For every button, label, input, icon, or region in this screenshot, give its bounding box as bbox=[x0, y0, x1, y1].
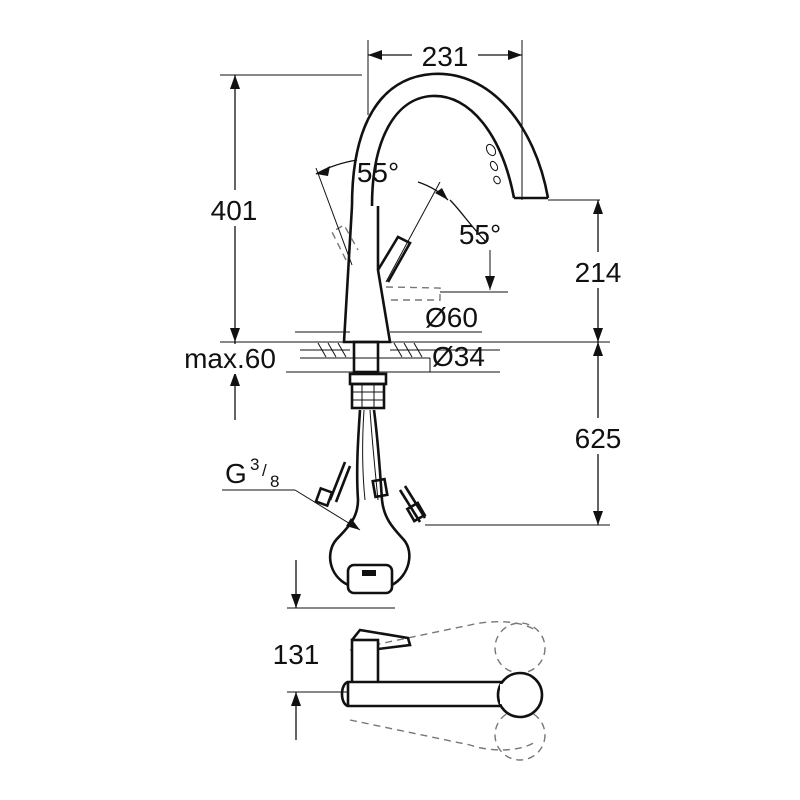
hole-diameter-label: Ø34 bbox=[432, 341, 485, 372]
svg-text:/: / bbox=[262, 461, 267, 480]
height-dimension: 401 bbox=[200, 74, 362, 342]
plan-view: 131 bbox=[273, 560, 546, 761]
hose-length-label: 625 bbox=[575, 423, 622, 454]
thread-callout: G 3 / 8 bbox=[222, 455, 361, 531]
max-thickness-dimension: max.60 bbox=[168, 342, 310, 420]
reach-label: 231 bbox=[422, 41, 469, 72]
hole-diameter: Ø34 bbox=[432, 341, 485, 372]
angle-left-label: 55° bbox=[357, 157, 399, 188]
supply-hoses bbox=[328, 409, 411, 595]
angle-right-label: 55° bbox=[459, 219, 501, 250]
thread-denominator: 8 bbox=[270, 472, 279, 491]
supply-tails bbox=[314, 461, 427, 523]
reach-dimension: 231 bbox=[367, 38, 523, 200]
max-thickness-label: max.60 bbox=[184, 343, 276, 374]
spout-height-label: 214 bbox=[575, 257, 622, 288]
hose-length-dimension: 625 bbox=[425, 342, 632, 526]
base-diameter: Ø60 bbox=[390, 302, 482, 333]
thread-numerator: 3 bbox=[250, 455, 259, 474]
base-diameter-label: Ø60 bbox=[425, 302, 478, 333]
angle-marks: 55° 55° bbox=[315, 157, 508, 293]
mounting-nut bbox=[348, 372, 388, 410]
faucet-spout bbox=[342, 72, 600, 374]
thread-g-label: G bbox=[225, 458, 247, 489]
plan-depth-label: 131 bbox=[273, 639, 320, 670]
spout-height-dimension: 214 bbox=[562, 200, 632, 342]
height-label: 401 bbox=[211, 195, 258, 226]
